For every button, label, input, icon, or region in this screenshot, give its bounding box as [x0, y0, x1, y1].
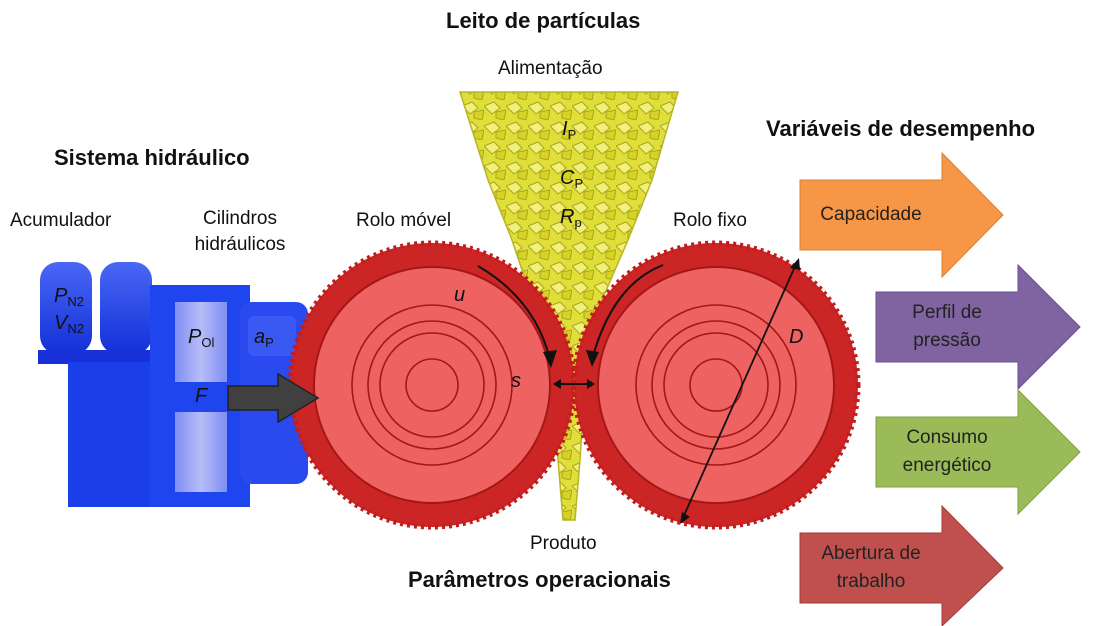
label-cylinders: Cilindros hidráulicos	[170, 206, 310, 258]
cylinder-bottom	[175, 412, 227, 492]
symbol-CP: CP	[560, 167, 583, 191]
symbol-Rp: Rp	[560, 206, 582, 230]
heading-performance: Variáveis de desempenho	[766, 116, 1035, 142]
label-product: Produto	[530, 533, 597, 555]
heading-hydraulic-system: Sistema hidráulico	[54, 145, 250, 171]
symbol-F: F	[195, 385, 207, 408]
symbol-PN2: PN2	[54, 285, 84, 309]
fixed-roller	[574, 243, 858, 527]
symbol-D: D	[789, 326, 803, 349]
symbol-aP: aP	[254, 326, 274, 350]
moving-roller	[290, 243, 574, 527]
output-capacity-label: Capacidade	[800, 201, 942, 229]
label-fixed-roller: Rolo fixo	[673, 210, 747, 232]
label-cylinders-line2: hidráulicos	[170, 232, 310, 258]
accumulator-2	[100, 262, 152, 354]
symbol-IP: IP	[562, 118, 576, 142]
heading-operational: Parâmetros operacionais	[408, 567, 671, 593]
symbol-u: u	[454, 284, 465, 307]
label-feed: Alimentação	[498, 58, 603, 80]
heading-particle-bed: Leito de partículas	[446, 8, 640, 34]
symbol-s: s	[511, 370, 521, 393]
label-accumulator: Acumulador	[10, 210, 111, 232]
symbol-POl: POl	[188, 326, 214, 350]
symbol-VN2: VN2	[54, 312, 84, 336]
label-cylinders-line1: Cilindros	[170, 206, 310, 232]
label-moving-roller: Rolo móvel	[356, 210, 451, 232]
